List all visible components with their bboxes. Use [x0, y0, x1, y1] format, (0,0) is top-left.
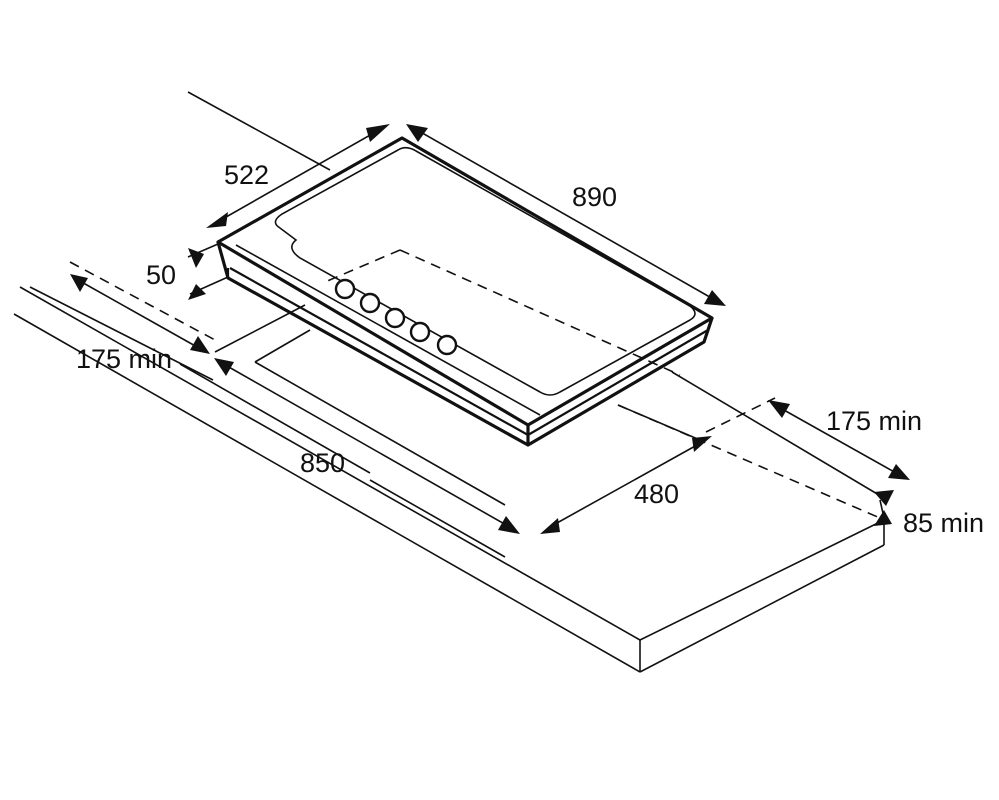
dim-175-right-arrow-end [888, 464, 910, 480]
hob-right-face [527, 317, 714, 447]
dimension-175-right [768, 400, 910, 480]
hob-underside-edge [229, 267, 529, 436]
dim-890-arrow-start [406, 124, 428, 142]
dim-890-line [409, 125, 723, 305]
cutout-inner-left [324, 249, 401, 283]
dimension-480 [540, 436, 712, 534]
label-right-clearance: 175 min [826, 406, 922, 436]
label-hob-depth: 522 [224, 160, 269, 190]
cutout-right-edge [617, 404, 881, 519]
dimension-175-left [70, 274, 210, 354]
cutout-front-right-edge [617, 404, 701, 441]
label-cutout-depth: 480 [634, 479, 679, 509]
label-back-clearance: 85 min [903, 508, 984, 538]
knob-3 [384, 307, 406, 329]
dim-480-arrow-end [692, 436, 712, 452]
hob-underside-right [527, 329, 709, 436]
dim-522-line [211, 125, 387, 226]
label-hob-height: 50 [146, 260, 176, 290]
worktop-top-back-edge [187, 91, 331, 171]
label-left-clearance: 175 min [76, 344, 172, 374]
worktop-right-bottom-edge [639, 544, 885, 673]
label-cutout-width: 850 [300, 448, 345, 478]
hob-control-strip [235, 244, 541, 416]
worktop [13, 91, 885, 673]
dim-480-arrow-start [540, 518, 560, 534]
label-hob-width: 890 [572, 182, 617, 212]
dim-480-line [547, 439, 707, 529]
dim-850-arrow-start [214, 358, 234, 376]
knob-1 [334, 278, 356, 300]
dim-175-right-arrow-start [768, 400, 790, 418]
dim-175-left-line [77, 279, 207, 353]
knob-4 [409, 321, 431, 343]
worktop-top-front-edge [19, 286, 641, 641]
cutout-rear-right [705, 397, 776, 433]
hob-front-face [216, 241, 530, 447]
dim-522-arrow-start [206, 212, 228, 228]
knob-5 [436, 334, 458, 356]
cutout-inner-back [399, 249, 681, 376]
worktop-top-edge-left [29, 286, 214, 381]
cutout-front-edge [254, 361, 506, 506]
dim-850-line [219, 361, 516, 531]
dim-890-arrow-end [704, 290, 726, 306]
control-knobs [334, 278, 458, 356]
dim-50-arrow-bottom [188, 284, 206, 300]
hob [216, 136, 714, 447]
worktop-front-line [369, 479, 506, 558]
dim-175-right-line [774, 404, 906, 479]
worktop-right-top-edge [639, 519, 885, 641]
dimension-850 [214, 358, 520, 534]
dim-522-arrow-end [366, 124, 390, 142]
dim-850-arrow-end [498, 516, 520, 534]
hob-glass-panel [274, 146, 696, 396]
dim-85-arrow-top [874, 490, 894, 506]
cutout-back-edge [69, 261, 216, 341]
dimension-85 [874, 490, 894, 526]
dimension-50 [187, 243, 229, 300]
dimension-522 [206, 124, 390, 228]
dim-175-left-arrow-end [190, 336, 210, 354]
worktop-bottom-front-edge [13, 313, 641, 673]
cutout-front-left-edge [254, 329, 311, 363]
dim-175-left-arrow-start [70, 274, 88, 292]
dim-85-arrow-bottom [874, 510, 892, 526]
dimension-890 [406, 124, 726, 306]
dim-50-arrow-top [188, 248, 204, 268]
knob-2 [359, 292, 381, 314]
worktop-left-side-line [179, 363, 371, 474]
worktop-back-right-edge [671, 371, 885, 499]
